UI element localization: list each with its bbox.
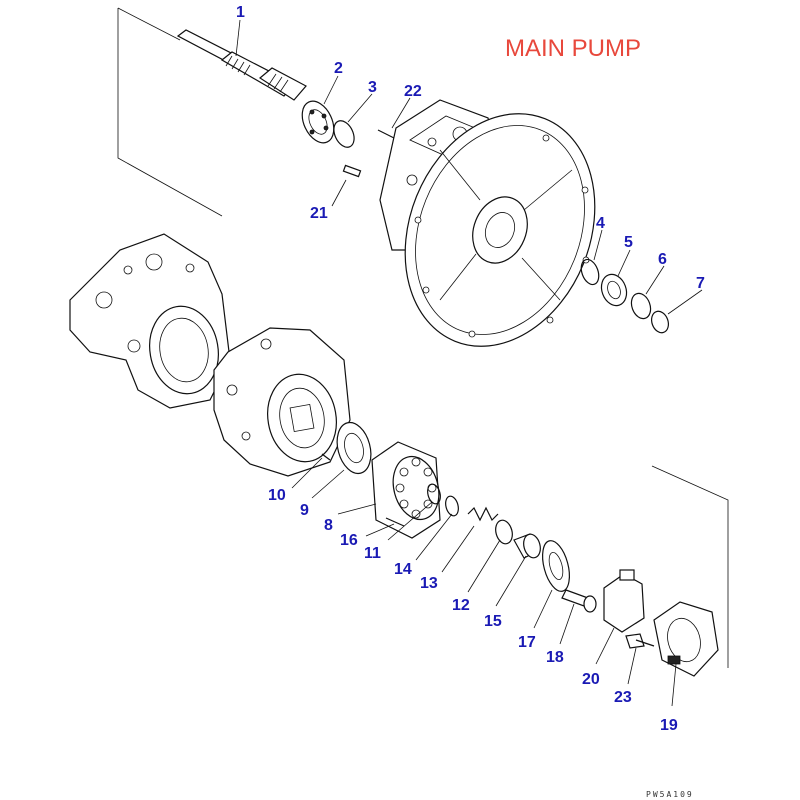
- part-label-10: 10: [268, 487, 286, 504]
- shaft-part: [176, 29, 307, 101]
- part-label-22: 22: [404, 83, 422, 100]
- snap-ring-part: [333, 120, 355, 148]
- valve-plate-part: [336, 421, 372, 475]
- pump-case-lower: [213, 327, 351, 477]
- part-label-12: 12: [452, 597, 470, 614]
- part-label-23: 23: [614, 689, 632, 706]
- swash-plate-part: [603, 569, 645, 633]
- part-label-7: 7: [696, 275, 705, 292]
- part-label-15: 15: [484, 613, 502, 630]
- pump-case-upper: [69, 233, 231, 409]
- part-label-3: 3: [368, 79, 377, 96]
- seal-5-part: [600, 273, 628, 307]
- part-label-14: 14: [394, 561, 412, 578]
- part-label-11: 11: [364, 545, 381, 562]
- part-label-8: 8: [324, 517, 333, 534]
- dowel-part: [377, 129, 395, 139]
- pin-part: [342, 164, 362, 178]
- part-label-17: 17: [518, 634, 536, 651]
- bearing-part: [301, 100, 335, 144]
- bolt-part: [625, 633, 655, 649]
- part-label-13: 13: [420, 575, 438, 592]
- part-label-20: 20: [582, 671, 600, 688]
- spring-part: [467, 506, 499, 522]
- part-label-19: 19: [660, 717, 678, 734]
- bushing-part: [513, 533, 541, 559]
- cover-part: [653, 601, 719, 677]
- ring-14-part: [445, 495, 459, 517]
- part-label-1: 1: [236, 4, 245, 21]
- piston-part: [561, 589, 597, 613]
- part-label-16: 16: [340, 532, 358, 549]
- leader-lines: [235, 19, 703, 707]
- part-label-21: 21: [310, 205, 328, 222]
- main-housing: [379, 99, 596, 347]
- part-label-4: 4: [596, 215, 605, 232]
- part-label-9: 9: [300, 502, 309, 519]
- reference-planes: [117, 7, 729, 668]
- pin-16-part: [385, 517, 405, 527]
- ring-4-part: [580, 258, 600, 286]
- pin-10-part: [321, 453, 331, 461]
- diagram-title: MAIN PUMP: [505, 35, 641, 62]
- part-number-labels: 1 2 3 22 21 4 5 6 7 10 9 8 16 11 14 13 1…: [236, 4, 705, 734]
- snap-ring-7-part: [650, 310, 670, 334]
- part-label-6: 6: [658, 251, 667, 268]
- spacer-part: [495, 519, 513, 545]
- drawing-code: PW5A109: [646, 790, 694, 799]
- part-label-2: 2: [334, 60, 343, 77]
- ring-6-part: [630, 292, 652, 320]
- ring-11-part: [427, 483, 441, 505]
- cylinder-block-part: [371, 441, 441, 539]
- part-label-5: 5: [624, 234, 633, 251]
- plate-part: [541, 540, 571, 592]
- part-label-18: 18: [546, 649, 564, 666]
- rings-group: [580, 258, 670, 334]
